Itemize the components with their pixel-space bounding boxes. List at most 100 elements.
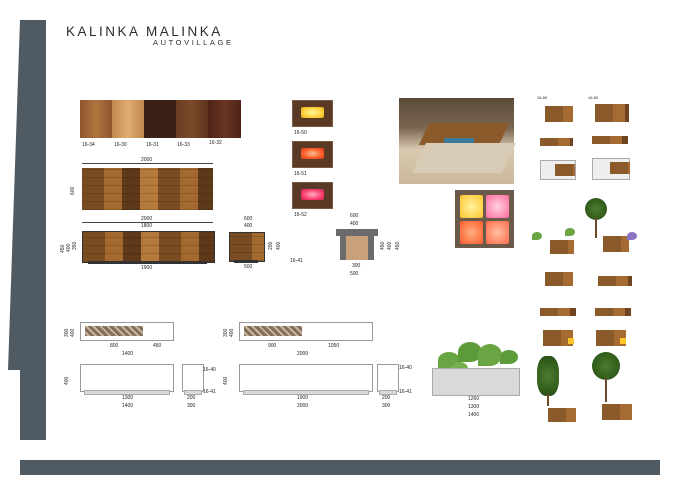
plant-icon [627, 232, 637, 240]
dimension-label: 400 [350, 221, 359, 227]
dimension-label: 600 [350, 213, 359, 219]
bench-end-core [346, 236, 368, 260]
dimension-line [82, 163, 213, 164]
bench-end-leg [368, 236, 374, 260]
tree-icon [585, 198, 607, 220]
dimension-label: 450 [395, 241, 401, 250]
dimension-label: 1400 [468, 412, 480, 418]
dimension-label: 450 [380, 241, 386, 250]
plant-icon [458, 342, 482, 362]
thumb-label: 16-50 [588, 95, 599, 100]
thumb-light-glow [620, 338, 626, 344]
planter-base [379, 390, 397, 395]
dimension-label: 1900 [141, 265, 153, 271]
planter-box [432, 368, 520, 396]
planter-gravel [85, 326, 143, 336]
bench-top-wood [82, 168, 213, 210]
dimension-label: 200 [268, 241, 274, 250]
bench-photo [399, 98, 516, 184]
dimension-label: 300 [382, 403, 391, 409]
dimension-label: 1400 [122, 351, 134, 357]
swatch-16-32 [208, 100, 241, 138]
part-code: 16-41 [399, 389, 412, 395]
dimension-label: 400 [229, 328, 235, 337]
dimension-label: 500 [244, 264, 253, 270]
dimension-label: 1260 [468, 396, 480, 402]
swatch-label: 16-31 [146, 142, 159, 148]
dimension-label: 1300 [468, 404, 480, 410]
thumb-bench [592, 136, 628, 144]
swatch-label: 16-32 [209, 140, 222, 146]
dimension-label: 400 [70, 328, 76, 337]
dimension-label: 400 [244, 223, 253, 229]
dimension-label: 400 [276, 241, 282, 250]
tree-trunk [547, 394, 549, 406]
planter-top-view [239, 322, 373, 341]
dimension-label: 500 [350, 271, 359, 277]
dimension-label: 300 [187, 403, 196, 409]
bench-end-leg [340, 236, 346, 260]
thumb-bench [545, 272, 573, 286]
dimension-label: 900 [268, 343, 277, 349]
part-code: 16-41 [290, 258, 303, 264]
thumb-bench [610, 162, 630, 174]
light-label: 16-52 [294, 212, 307, 218]
swatch-16-31 [144, 100, 176, 138]
dimension-label: 2000 [141, 216, 153, 222]
dimension-label: 600 [244, 216, 253, 222]
dimension-label: 1400 [122, 403, 134, 409]
swatch-16-30 [112, 100, 144, 138]
thumb-bench [550, 240, 574, 254]
thumb-bench [602, 404, 632, 420]
planter-front-view [80, 364, 174, 392]
thumb-bench [595, 308, 631, 316]
thumb-bench [545, 106, 573, 122]
tree-trunk [605, 378, 607, 402]
thumb-label: 16-50 [537, 95, 548, 100]
part-code: 16-40 [203, 367, 216, 373]
light-sample-16-50 [292, 100, 333, 127]
light-sample-16-51 [292, 141, 333, 168]
thumb-bench [540, 138, 573, 146]
light-label: 16-50 [294, 130, 307, 136]
planter-gravel [244, 326, 302, 336]
tree-trunk [595, 218, 597, 238]
part-code: 16-41 [203, 389, 216, 395]
bench-end-top [336, 229, 378, 236]
bench-side-base [234, 260, 258, 263]
light-label: 16-51 [294, 171, 307, 177]
thumb-bench [540, 308, 576, 316]
dimension-label: 600 [70, 186, 76, 195]
light-panel-photo [455, 190, 514, 248]
planter-base [184, 390, 202, 395]
bench-side-wood [229, 232, 265, 262]
planter-side-view [182, 364, 204, 392]
plant-icon [500, 350, 518, 364]
tree-icon [537, 356, 559, 396]
dimension-label: 2000 [297, 403, 309, 409]
thumb-bench-light [596, 330, 626, 346]
dimension-label: 2000 [297, 351, 309, 357]
page-subtitle: AUTOVILLAGE [153, 38, 234, 47]
plant-icon [565, 228, 575, 236]
dimension-label: 1300 [122, 395, 134, 401]
bench-front-base [88, 261, 207, 264]
planter-base [84, 390, 170, 395]
dimension-label: 200 [187, 395, 196, 401]
planter-side-view [377, 364, 399, 392]
dimension-label: 1050 [328, 343, 340, 349]
thumb-bench-light [543, 330, 573, 346]
bench-front-wood [82, 231, 215, 263]
dimension-label: 450 [153, 343, 162, 349]
planter-top-view [80, 322, 174, 341]
thumb-bench [598, 276, 632, 286]
thumb-bench [555, 164, 575, 176]
tree-icon [592, 352, 620, 380]
dimension-line [82, 222, 213, 223]
dimension-label: 2000 [141, 157, 153, 163]
page-title: KALINKA MALINKA [66, 24, 223, 39]
swatch-16-34 [80, 100, 112, 138]
planter-base [243, 390, 369, 395]
plant-icon [478, 344, 502, 366]
